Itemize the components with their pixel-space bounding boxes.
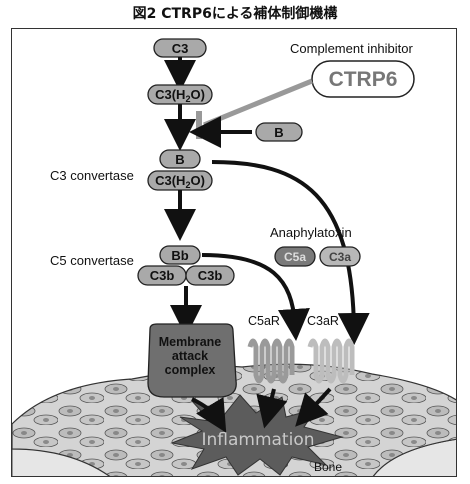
mac-label-line1: Membrane [159,335,222,349]
c5a-node [274,246,316,267]
c3h2o-label-2: C3(H2O) [155,173,205,190]
c3b-label-2: C3b [198,268,223,283]
c3ar-receptor [307,338,355,384]
mac-label-line3: complex [165,363,216,377]
figure-title: 図2 CTRP6による補体制御機構 [132,6,338,22]
c3-label: C3 [172,41,189,56]
bone-label: Bone [314,460,342,474]
c5a-label: C5a [284,250,306,264]
ctrp6-label: CTRP6 [329,68,398,91]
arrow-to-c3ar [211,160,370,345]
diagram-frame: Complement inhibitor CTRP6 C3 C3(H2O) B … [11,28,457,477]
c3h2o-label-1: C3(H2O) [155,87,205,104]
arrow-c5ar-to-inflammation [256,388,288,429]
complement-inhibitor-label: Complement inhibitor [290,41,414,56]
bb-node [159,245,201,265]
b-node-convertase [159,149,201,169]
inflammation-label: Inflammation [201,430,314,450]
c5ar-receptor [247,338,295,384]
c3ar-label: C3aR [307,314,339,328]
c5-convertase-label: C5 convertase [50,253,134,268]
b-label-convertase: B [175,152,184,167]
ctrp6-box [311,60,415,98]
c3b-node-2 [185,265,235,286]
mac-shape [147,323,237,398]
c3b-label-1: C3b [150,268,175,283]
arrow-to-c5ar [201,253,310,341]
b-label-input: B [274,125,283,140]
arrow-c3ar-to-inflammation [295,387,332,427]
arrow-mac-to-inflammation [191,397,227,433]
bb-label: Bb [171,248,188,263]
mac-label-line2: attack [172,349,208,363]
c3a-label: C3a [329,250,351,264]
b-node-input [255,122,303,142]
c3a-node [319,246,361,267]
diagram-canvas: Complement inhibitor CTRP6 C3 C3(H2O) B … [12,38,456,476]
ctrp6-inhibition-line [203,78,313,128]
c5ar-label: C5aR [248,314,280,328]
anaphylatoxin-label: Anaphylatoxin [270,225,352,240]
c3-convertase-label: C3 convertase [50,168,134,183]
